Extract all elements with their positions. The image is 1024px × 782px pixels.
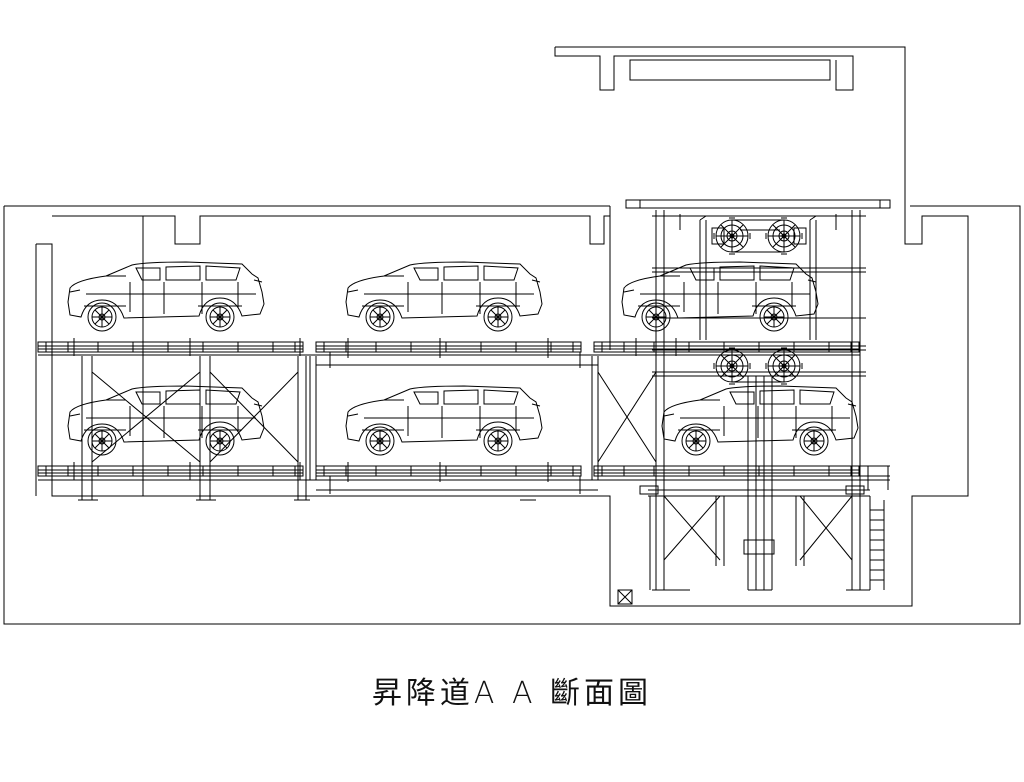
support-columns <box>78 356 656 500</box>
suv-icon <box>67 261 265 332</box>
roof-structure <box>555 47 905 205</box>
drain-box <box>618 590 632 604</box>
lift-machinery <box>640 376 870 590</box>
suv-icon <box>67 385 265 456</box>
upper-platforms <box>37 338 860 368</box>
suv-icon <box>345 261 543 332</box>
drawing-caption: 昇降道A A 斷面圖 <box>371 676 653 711</box>
suv-icon <box>345 385 543 456</box>
pit-walls <box>4 205 1020 624</box>
suv-icon <box>661 385 859 456</box>
access-ladder <box>870 500 884 590</box>
drive-sprockets <box>712 217 806 385</box>
lift-frame <box>626 200 890 590</box>
lower-platforms <box>37 462 890 494</box>
